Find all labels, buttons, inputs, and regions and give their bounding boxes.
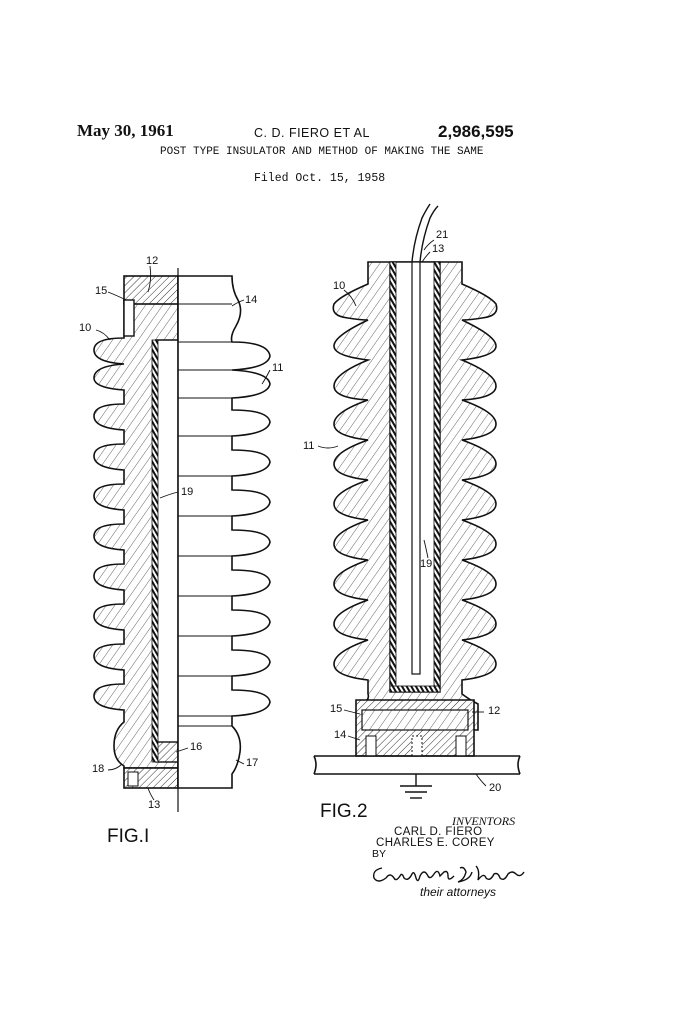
- fig1-label-14: 14: [245, 294, 257, 306]
- fig2-label-20: 20: [489, 782, 501, 794]
- fig2-label-14: 14: [334, 729, 346, 741]
- fig1-body-section: [94, 300, 178, 768]
- fig2-bolt-left: [366, 736, 376, 756]
- fig1-caption: FIG.I: [107, 826, 149, 848]
- fig1-label-11: 11: [272, 362, 283, 374]
- fig1-plug: [156, 742, 178, 762]
- fig1-label-18: 18: [92, 763, 104, 775]
- fig1-label-12: 12: [146, 255, 158, 267]
- fig1-label-10: 10: [79, 322, 91, 334]
- figure-1: [94, 266, 270, 812]
- fig2-label-11: 11: [303, 440, 314, 452]
- fig2-tube-bottom: [390, 686, 440, 692]
- fig1-label-19: 19: [181, 486, 193, 498]
- fig1-label-15: 15: [95, 285, 107, 297]
- fig1-right-elevation: [178, 276, 270, 788]
- fig1-top-cap-notch: [124, 300, 134, 336]
- inventor-name-2: CHARLES E. COREY: [376, 837, 495, 849]
- fig2-rod: [412, 262, 420, 674]
- fig2-label-19: 19: [420, 558, 432, 570]
- fig2-tube-left: [390, 262, 396, 692]
- fig2-bolt-mid: [412, 736, 422, 756]
- fig2-label-15: 15: [330, 703, 342, 715]
- fig1-label-13: 13: [148, 799, 160, 811]
- by-label: BY: [372, 848, 386, 860]
- fig2-caption: FIG.2: [320, 801, 368, 823]
- fig2-base-plate: [314, 756, 520, 774]
- fig2-label-21: 21: [436, 229, 448, 241]
- fig1-label-16: 16: [190, 741, 202, 753]
- fig2-bolt-right: [456, 736, 466, 756]
- fig1-label-17: 17: [246, 757, 258, 769]
- fig1-tube: [152, 340, 158, 762]
- fig2-tube-right: [434, 262, 440, 692]
- attorneys-label: their attorneys: [420, 885, 496, 899]
- fig2-label-10: 10: [333, 280, 345, 292]
- fig2-label-12: 12: [488, 705, 500, 717]
- fig2-label-13: 13: [432, 243, 444, 255]
- fig1-bolt: [128, 772, 138, 786]
- ground-symbol: [400, 774, 432, 798]
- attorney-signature: [368, 862, 528, 886]
